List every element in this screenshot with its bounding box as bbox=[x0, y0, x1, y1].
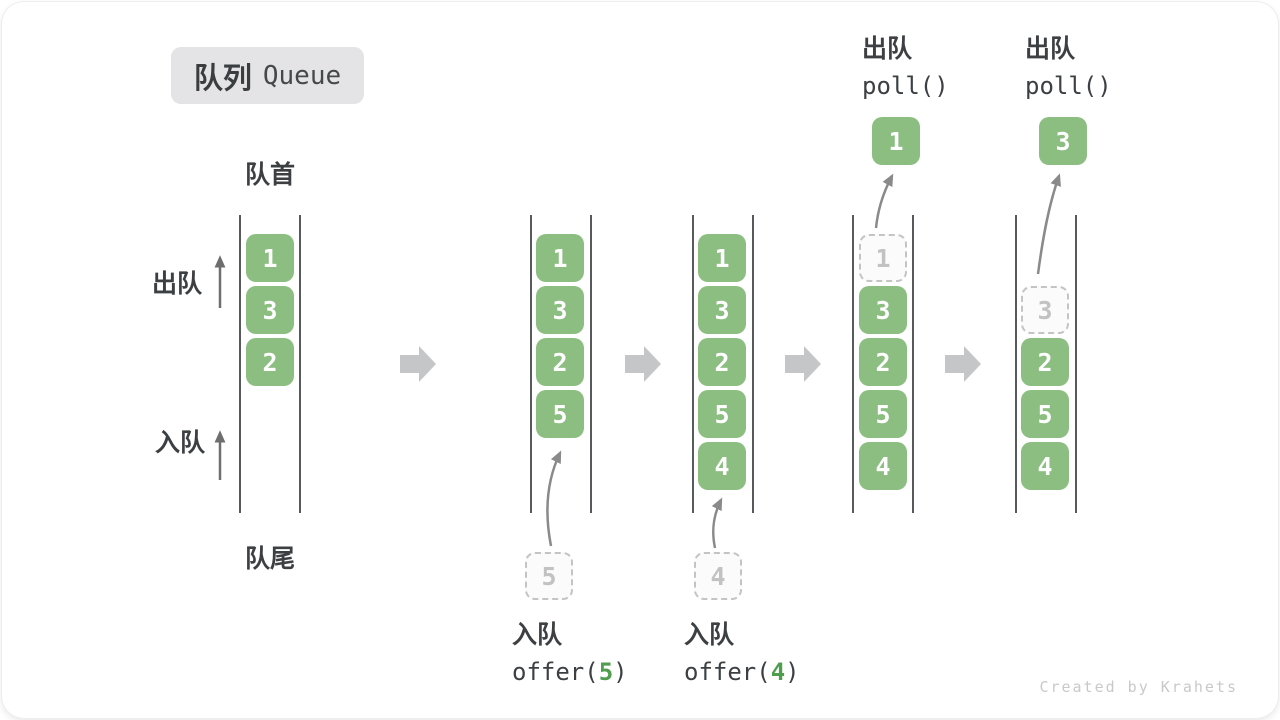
polled-result-cell-1: 1 bbox=[872, 117, 920, 165]
queue-cell: 5 bbox=[859, 390, 907, 438]
operation-label: 入队 bbox=[512, 621, 563, 649]
queue-column-state-2 bbox=[530, 215, 592, 513]
queue-cell: 1 bbox=[246, 234, 294, 282]
staging-cell-5: 5 bbox=[525, 552, 573, 600]
queue-cell: 3 bbox=[859, 286, 907, 334]
queue-cell: 4 bbox=[859, 442, 907, 490]
queue-cell: 1 bbox=[698, 234, 746, 282]
operation-code: poll() bbox=[1025, 72, 1112, 100]
operation-label: 出队 bbox=[1025, 35, 1076, 63]
operation-enqueue-4: 入队 offer(4) bbox=[684, 615, 800, 686]
queue-cell: 3 bbox=[536, 286, 584, 334]
state-transition-arrow-4 bbox=[945, 346, 981, 382]
queue-cell: 5 bbox=[1021, 390, 1069, 438]
queue-cell: 5 bbox=[698, 390, 746, 438]
enqueue-side-label: 入队 bbox=[155, 429, 206, 457]
title-en: Queue bbox=[262, 60, 342, 91]
queue-cell: 2 bbox=[1021, 338, 1069, 386]
queue-cell: 3 bbox=[246, 286, 294, 334]
staging-cell-4: 4 bbox=[694, 552, 742, 600]
queue-cell: 2 bbox=[698, 338, 746, 386]
operation-label: 出队 bbox=[862, 35, 913, 63]
operation-code: offer(4) bbox=[684, 658, 800, 686]
queue-column-state-5 bbox=[1015, 215, 1077, 513]
operation-code: offer(5) bbox=[512, 658, 628, 686]
polled-result-cell-3: 3 bbox=[1039, 117, 1087, 165]
state-transition-arrow-3 bbox=[785, 346, 821, 382]
queue-cell: 3 bbox=[698, 286, 746, 334]
removed-cell-3: 3 bbox=[1021, 286, 1069, 334]
queue-cell: 1 bbox=[536, 234, 584, 282]
queue-column-state-3 bbox=[692, 215, 754, 513]
operation-poll-3: 出队 poll() bbox=[1025, 29, 1112, 100]
operation-arg: 5 bbox=[598, 658, 614, 686]
state-transition-arrow-1 bbox=[400, 346, 436, 382]
queue-cell: 4 bbox=[698, 442, 746, 490]
queue-cell: 5 bbox=[536, 390, 584, 438]
queue-column-state-4 bbox=[852, 215, 914, 513]
queue-cell: 2 bbox=[246, 338, 294, 386]
queue-rear-label: 队尾 bbox=[244, 545, 295, 573]
operation-enqueue-5: 入队 offer(5) bbox=[512, 615, 628, 686]
state-transition-arrow-2 bbox=[625, 346, 661, 382]
operation-label: 入队 bbox=[684, 621, 735, 649]
operation-code: poll() bbox=[862, 72, 949, 100]
removed-cell-1: 1 bbox=[859, 234, 907, 282]
queue-column-state-1 bbox=[239, 215, 301, 513]
operation-arg: 4 bbox=[770, 658, 786, 686]
title-badge: 队列 Queue bbox=[171, 47, 364, 104]
queue-cell: 2 bbox=[536, 338, 584, 386]
dequeue-side-label: 出队 bbox=[152, 270, 203, 298]
queue-cell: 2 bbox=[859, 338, 907, 386]
queue-cell: 4 bbox=[1021, 442, 1069, 490]
queue-front-label: 队首 bbox=[244, 161, 295, 189]
watermark-credit: Created by Krahets bbox=[1039, 678, 1238, 696]
operation-poll-1: 出队 poll() bbox=[862, 29, 949, 100]
title-zh: 队列 bbox=[193, 62, 252, 95]
